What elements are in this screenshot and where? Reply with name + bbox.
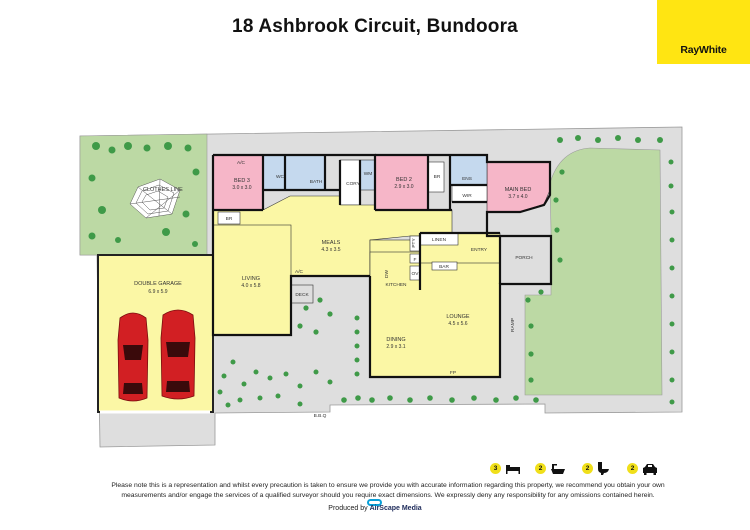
main-bed-name: MAIN BED — [505, 187, 532, 193]
shrubs — [88, 135, 675, 408]
produced-by-label: Produced by — [328, 505, 368, 512]
bedrooms-count: 3 — [490, 463, 501, 474]
house-rooms — [212, 154, 552, 378]
deck-label: DECK — [295, 292, 309, 298]
logo-text: RayWhite — [680, 44, 727, 56]
airscape-brand: AirScape Media — [369, 505, 422, 512]
living-room — [212, 224, 292, 336]
ac-label-living: A/C — [295, 269, 304, 275]
toilet-icon — [598, 462, 609, 475]
dining-dims: 2.9 x 3.1 — [386, 344, 405, 350]
bath-label: BATH — [310, 179, 323, 185]
bed2-name: BED 2 — [396, 177, 412, 183]
car-icon — [643, 463, 657, 475]
front-lawn — [524, 147, 663, 396]
airscape-logo-icon — [367, 499, 382, 506]
porch-area — [499, 235, 552, 285]
raywhite-logo: RayWhite — [657, 0, 750, 64]
toilets-feature: 2 — [582, 462, 610, 475]
bar-label: BAR — [439, 264, 449, 270]
kitchen-label: KITCHEN — [385, 282, 407, 288]
bed-icon — [506, 465, 520, 474]
wir-label: WIR — [462, 193, 472, 199]
house-walls — [211, 153, 553, 379]
bed2-dims: 2.9 x 3.0 — [394, 184, 413, 190]
cory-label: CORY — [346, 181, 361, 187]
living-dims: 4.0 x 5.8 — [241, 283, 260, 289]
car-right — [160, 309, 196, 400]
bed3-dims: 3.0 x 3.0 — [232, 185, 251, 191]
bar-area — [431, 261, 458, 271]
main-bed-dims: 3.7 x 4.0 — [508, 194, 527, 200]
linen-label: LINEN — [432, 237, 447, 243]
toilets-count: 2 — [582, 463, 593, 474]
lounge-name: LOUNGE — [446, 314, 470, 320]
bedrooms-feature: 3 — [490, 462, 521, 475]
page-title: 18 Ashbrook Circuit, Bundoora — [232, 16, 518, 37]
bbq-label: B.B.Q — [314, 413, 327, 419]
fp-label: FP — [450, 370, 456, 376]
carspaces-feature: 2 — [627, 462, 658, 475]
dining-name: DINING — [386, 337, 405, 343]
f-label: F — [414, 257, 417, 263]
living-name: LIVING — [242, 276, 260, 282]
lounge-dims: 4.5 x 5.6 — [448, 321, 467, 327]
clothes-line-label: CLOTHES LINE — [143, 187, 183, 193]
meals-name: MEALS — [322, 240, 341, 246]
porch-label: PORCH — [515, 255, 533, 261]
disclaimer: Please note this is a representation and… — [111, 482, 665, 499]
bed3-room — [212, 154, 264, 211]
br-bed3 — [217, 211, 241, 225]
ens-label: ENS — [462, 176, 472, 182]
br-label-bed2: BR — [434, 174, 441, 180]
lounge-dining — [369, 251, 501, 378]
bed3-name: BED 3 — [234, 178, 250, 184]
bath-icon — [551, 463, 565, 474]
pty-label: PTY — [411, 238, 417, 248]
wm-label: WM — [364, 171, 373, 177]
wc-room — [262, 154, 286, 191]
bathrooms-feature: 2 — [535, 462, 566, 475]
garage-floor — [97, 254, 214, 413]
clothes-line — [129, 178, 181, 219]
wc-label: WC — [276, 174, 285, 180]
meals-dims: 4.3 x 3.5 — [321, 247, 340, 253]
ov-label: OV — [412, 271, 420, 277]
bathrooms-count: 2 — [535, 463, 546, 474]
ac-label-bed3: A/C — [237, 160, 246, 166]
garage-name: DOUBLE GARAGE — [134, 281, 182, 287]
br-label-bed3: BR — [226, 216, 233, 222]
car-left — [117, 312, 149, 402]
garage-dims: 6.9 x 5.9 — [148, 289, 167, 295]
carspaces-count: 2 — [627, 463, 638, 474]
dw-label: DW — [384, 270, 390, 278]
ramp-label: RAMP — [510, 318, 516, 332]
produced-by: Produced by AirScape Media — [0, 505, 750, 512]
entry-label: ENTRY — [471, 247, 488, 253]
